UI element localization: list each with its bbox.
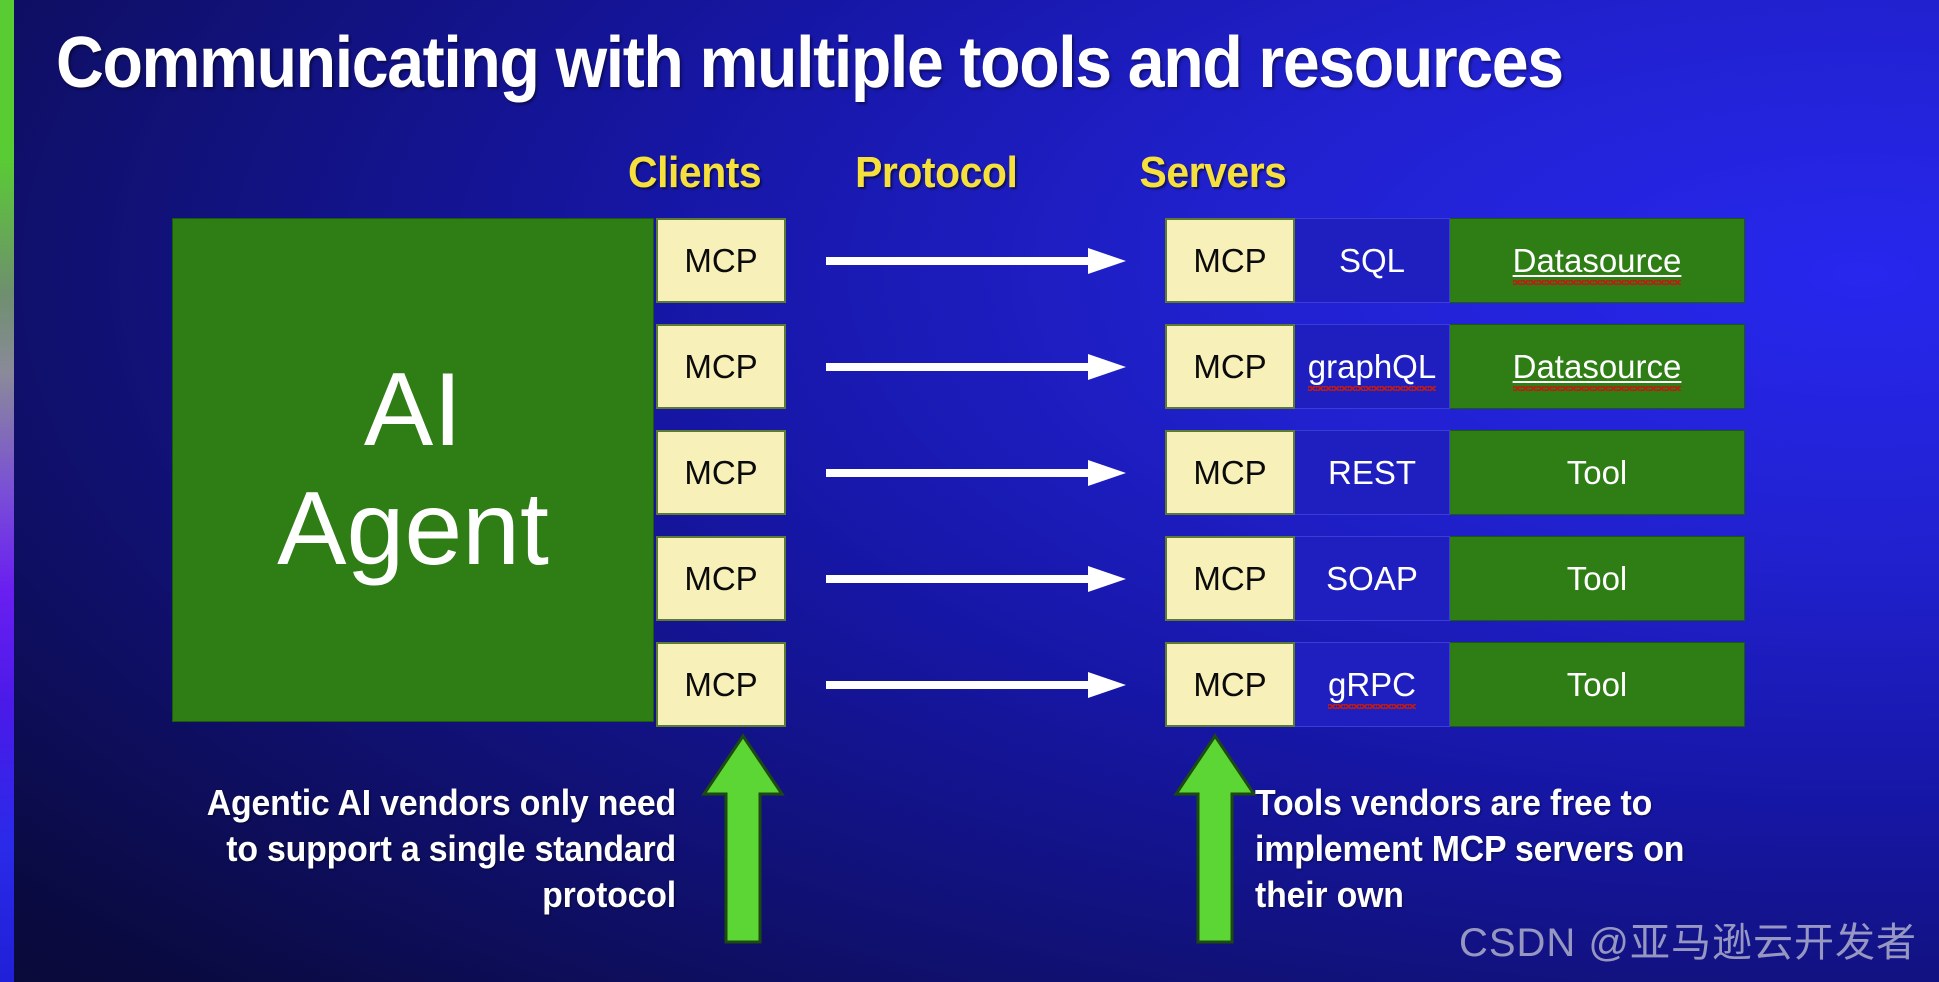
ai-agent-line-1: AI: [363, 352, 463, 469]
ai-agent-line-2: Agent: [277, 471, 549, 587]
server-mcp-cell: MCP: [1165, 218, 1295, 303]
server-mcp-cell: MCP: [1165, 642, 1295, 727]
caption-clients: Agentic AI vendors only need to support a…: [135, 780, 676, 918]
server-target-label: Datasource: [1512, 347, 1682, 391]
server-mcp-label: MCP: [1193, 241, 1267, 279]
server-row: MCP graphQL Datasource: [1165, 324, 1745, 409]
caption-servers: Tools vendors are free to implement MCP s…: [1255, 780, 1781, 918]
client-mcp-box-5: MCP: [656, 642, 786, 727]
left-edge-gradient-strip: [0, 0, 14, 982]
protocol-arrow-1-icon: [826, 246, 1126, 276]
server-protocol-label: REST: [1327, 453, 1416, 491]
protocol-arrow-2-icon: [826, 352, 1126, 382]
server-row: MCP REST Tool: [1165, 430, 1745, 515]
server-target-label: Datasource: [1512, 241, 1682, 285]
server-row: MCP gRPC Tool: [1165, 642, 1745, 727]
server-protocol-cell: REST: [1295, 430, 1450, 515]
column-header-clients: Clients: [628, 148, 762, 197]
server-protocol-cell: SQL: [1295, 218, 1450, 303]
column-header-protocol: Protocol: [855, 148, 1018, 197]
client-mcp-label: MCP: [684, 559, 758, 597]
client-mcp-box-4: MCP: [656, 536, 786, 621]
server-target-label: Tool: [1566, 559, 1628, 597]
server-target-cell: Tool: [1450, 536, 1745, 621]
server-mcp-label: MCP: [1193, 665, 1267, 703]
server-target-label: Tool: [1566, 453, 1628, 491]
server-target-cell: Tool: [1450, 430, 1745, 515]
server-mcp-label: MCP: [1193, 453, 1267, 491]
ai-agent-block: AI Agent: [172, 218, 654, 722]
up-arrow-clients-icon: [700, 732, 786, 946]
page-title: Communicating with multiple tools and re…: [56, 23, 1564, 103]
server-protocol-label: SQL: [1338, 241, 1406, 279]
server-protocol-label: gRPC: [1327, 665, 1417, 709]
server-row: MCP SOAP Tool: [1165, 536, 1745, 621]
server-row: MCP SQL Datasource: [1165, 218, 1745, 303]
column-header-servers: Servers: [1139, 148, 1287, 197]
client-mcp-label: MCP: [684, 665, 758, 703]
caption-line: Agentic AI vendors only need: [206, 782, 676, 823]
protocol-arrow-5-icon: [826, 670, 1126, 700]
up-arrow-servers-icon: [1172, 732, 1258, 946]
client-mcp-box-3: MCP: [656, 430, 786, 515]
server-target-cell: Datasource: [1450, 218, 1745, 303]
server-protocol-label: graphQL: [1307, 347, 1437, 391]
server-mcp-cell: MCP: [1165, 430, 1295, 515]
server-mcp-cell: MCP: [1165, 324, 1295, 409]
protocol-arrow-4-icon: [826, 564, 1126, 594]
server-mcp-cell: MCP: [1165, 536, 1295, 621]
server-protocol-cell: SOAP: [1295, 536, 1450, 621]
caption-line: their own: [1255, 874, 1404, 916]
server-mcp-label: MCP: [1193, 347, 1267, 385]
server-target-cell: Tool: [1450, 642, 1745, 727]
protocol-arrow-3-icon: [826, 458, 1126, 488]
client-mcp-label: MCP: [684, 453, 758, 491]
client-mcp-label: MCP: [684, 347, 758, 385]
caption-line: implement MCP servers on: [1255, 828, 1685, 870]
server-protocol-label: SOAP: [1326, 559, 1418, 597]
csdn-watermark: CSDN @亚马逊云开发者: [1458, 921, 1917, 965]
server-protocol-cell: gRPC: [1295, 642, 1450, 727]
server-protocol-cell: graphQL: [1295, 324, 1450, 409]
caption-line: Tools vendors are free to: [1255, 782, 1653, 823]
server-target-cell: Datasource: [1450, 324, 1745, 409]
caption-line: protocol: [542, 874, 676, 916]
server-mcp-label: MCP: [1193, 559, 1267, 597]
client-mcp-box-1: MCP: [656, 218, 786, 303]
caption-line: to support a single standard: [226, 828, 676, 870]
client-mcp-box-2: MCP: [656, 324, 786, 409]
server-target-label: Tool: [1566, 665, 1628, 703]
client-mcp-label: MCP: [684, 241, 758, 279]
